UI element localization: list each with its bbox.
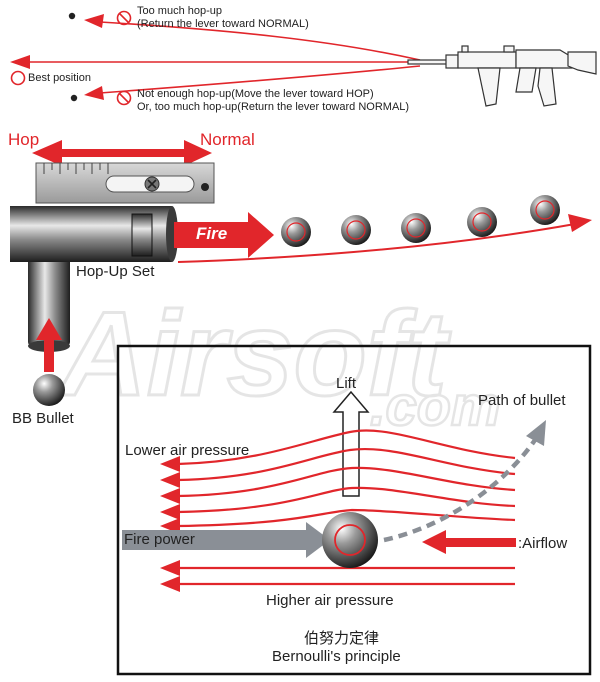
bb-pellets-in-flight [281,195,560,247]
bb-upward-arrow [36,318,62,372]
fire-power-arrow [122,522,330,558]
bullet-path-dashed [383,438,537,543]
fire-arrow [174,212,274,258]
prohibited-icon-2 [116,90,132,106]
bernoulli-title-en: Bernoulli's principle [272,648,401,665]
fire-power-label: Fire power [124,531,195,548]
too-much-hopup-label: Too much hop-up [137,5,222,17]
lower-airflow-arrowheads [160,560,180,592]
svg-text:Airsoft: Airsoft [57,287,452,421]
rifle-icon [407,45,597,107]
svg-text:.com: .com [370,374,501,437]
lift-label: Lift [336,375,357,392]
bullet-path-arrowhead [526,420,546,446]
best-position-label: Best position [28,72,91,84]
upper-airflow-arrowheads [160,456,180,534]
bb-bullet-ball [33,374,65,406]
best-circle-icon [10,70,26,86]
trajectory-lines [28,21,421,94]
too-much-hopup-hint-2: Or, too much hop-up(Return the lever tow… [137,101,410,113]
trajectory-dots [68,12,78,102]
airflow-label: :Airflow [518,535,568,552]
hopup-set-label: Hop-Up Set [76,263,155,280]
lift-arrow [332,390,370,497]
spin-indicator [334,524,366,556]
lower-air-pressure-label: Lower air pressure [125,442,250,459]
hopup-unit [10,206,178,352]
higher-air-pressure-label: Higher air pressure [266,592,394,609]
not-enough-hopup-label: Not enough hop-up(Move the lever toward … [137,88,374,100]
fire-label: Fire [196,224,228,243]
trajectory-arrowheads [10,14,104,100]
bb-trajectory-line [177,223,576,263]
trajectory-end-arrowhead [568,214,592,232]
normal-label: Normal [200,130,255,149]
path-of-bullet-label: Path of bullet [478,392,566,409]
prohibited-icon [116,10,132,26]
prohibited-icon-slash [118,12,130,24]
watermark-logo: Airsoft .com [56,286,502,439]
prohibited-icon-2-slash [118,92,130,104]
upper-airflow-lines [177,429,516,528]
too-much-hopup-hint: (Return the lever toward NORMAL) [137,18,309,30]
bb-ball-main [322,512,378,568]
airflow-arrow [422,530,516,554]
lower-airflow-lines [178,566,515,586]
hop-label: Hop [8,130,40,149]
hop-normal-arrow [32,140,212,166]
bernoulli-title-cn: 伯努力定律 [304,630,380,647]
hop-ruler [35,162,215,204]
bb-bullet-label: BB Bullet [12,410,74,427]
bernoulli-frame [116,344,592,676]
